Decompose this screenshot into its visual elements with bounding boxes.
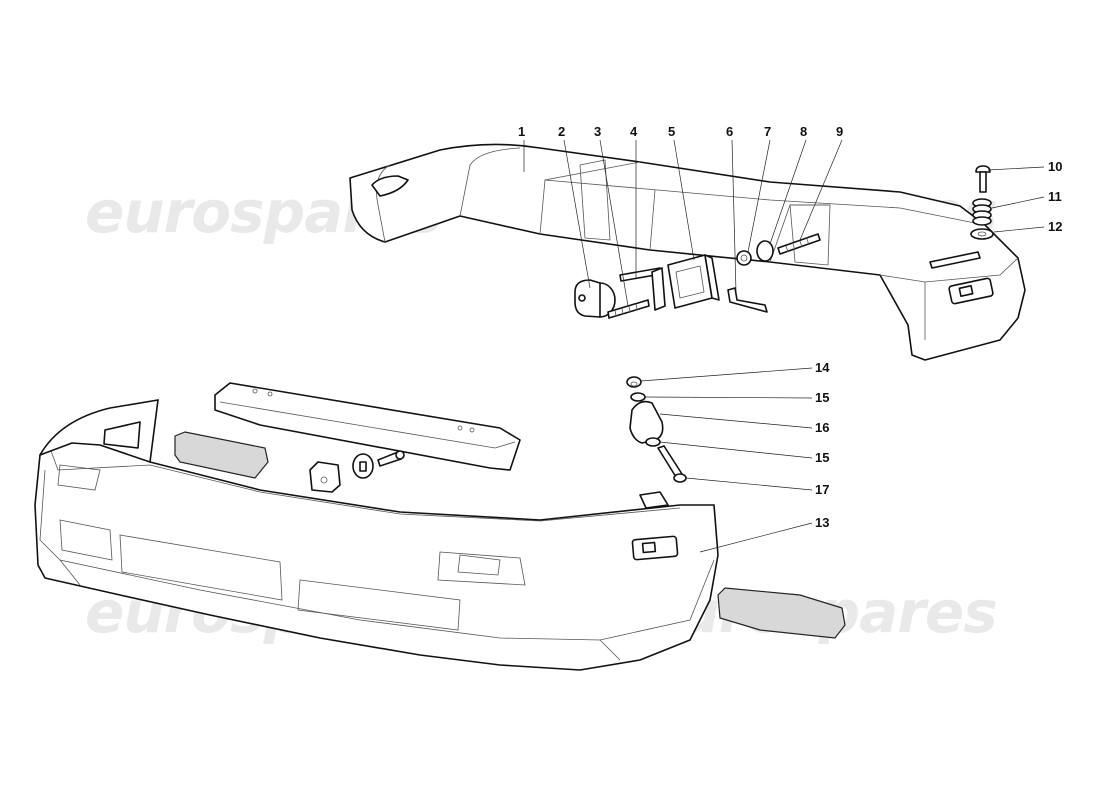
front-bumper (34, 399, 719, 671)
part-8-spacer (756, 240, 774, 262)
rear-bumper (349, 143, 1026, 361)
callout-8: 8 (800, 124, 807, 139)
callout-14: 14 (815, 360, 830, 375)
callout-5: 5 (668, 124, 675, 139)
callouts: 1 2 3 4 5 6 7 8 9 10 11 12 13 14 15 16 1… (518, 124, 1062, 530)
callout-3: 3 (594, 124, 601, 139)
callout-10: 10 (1048, 159, 1062, 174)
part-14-nut (626, 376, 642, 388)
callout-16: 16 (815, 420, 829, 435)
front-mount-bushing (352, 453, 374, 479)
part-17-bolt (657, 445, 687, 483)
callout-11: 11 (1048, 189, 1062, 204)
leader-lines (523, 139, 1045, 553)
part-11-spring (972, 198, 992, 226)
grille-right (717, 587, 846, 639)
part-10-screw (975, 165, 991, 193)
part-9-bolt (777, 233, 821, 255)
callout-1: 1 (518, 124, 525, 139)
callout-15-top: 15 (815, 390, 829, 405)
callout-12: 12 (1048, 219, 1062, 234)
callout-7: 7 (764, 124, 771, 139)
part-5-bracket (667, 254, 720, 309)
callout-13: 13 (815, 515, 829, 530)
part-15-washer-top (630, 392, 646, 402)
grille-left (174, 431, 269, 479)
front-mount-bolt (377, 450, 405, 467)
part-15-washer-bottom (645, 437, 661, 447)
callout-9: 9 (836, 124, 843, 139)
callout-4: 4 (630, 124, 638, 139)
callout-15-bottom: 15 (815, 450, 829, 465)
part-2-buffer (574, 279, 616, 318)
part-4-plate-stud (619, 267, 666, 311)
part-12-washer (970, 228, 994, 240)
part-7-nut (736, 250, 752, 266)
front-small-pad (639, 491, 669, 509)
part-16-bushing (629, 400, 664, 444)
callout-17: 17 (815, 482, 829, 497)
front-beam (214, 382, 521, 471)
callout-2: 2 (558, 124, 565, 139)
callout-6: 6 (726, 124, 733, 139)
front-mount-block (309, 461, 341, 493)
part-6-clip (727, 287, 768, 313)
part-3-stud (607, 299, 650, 319)
